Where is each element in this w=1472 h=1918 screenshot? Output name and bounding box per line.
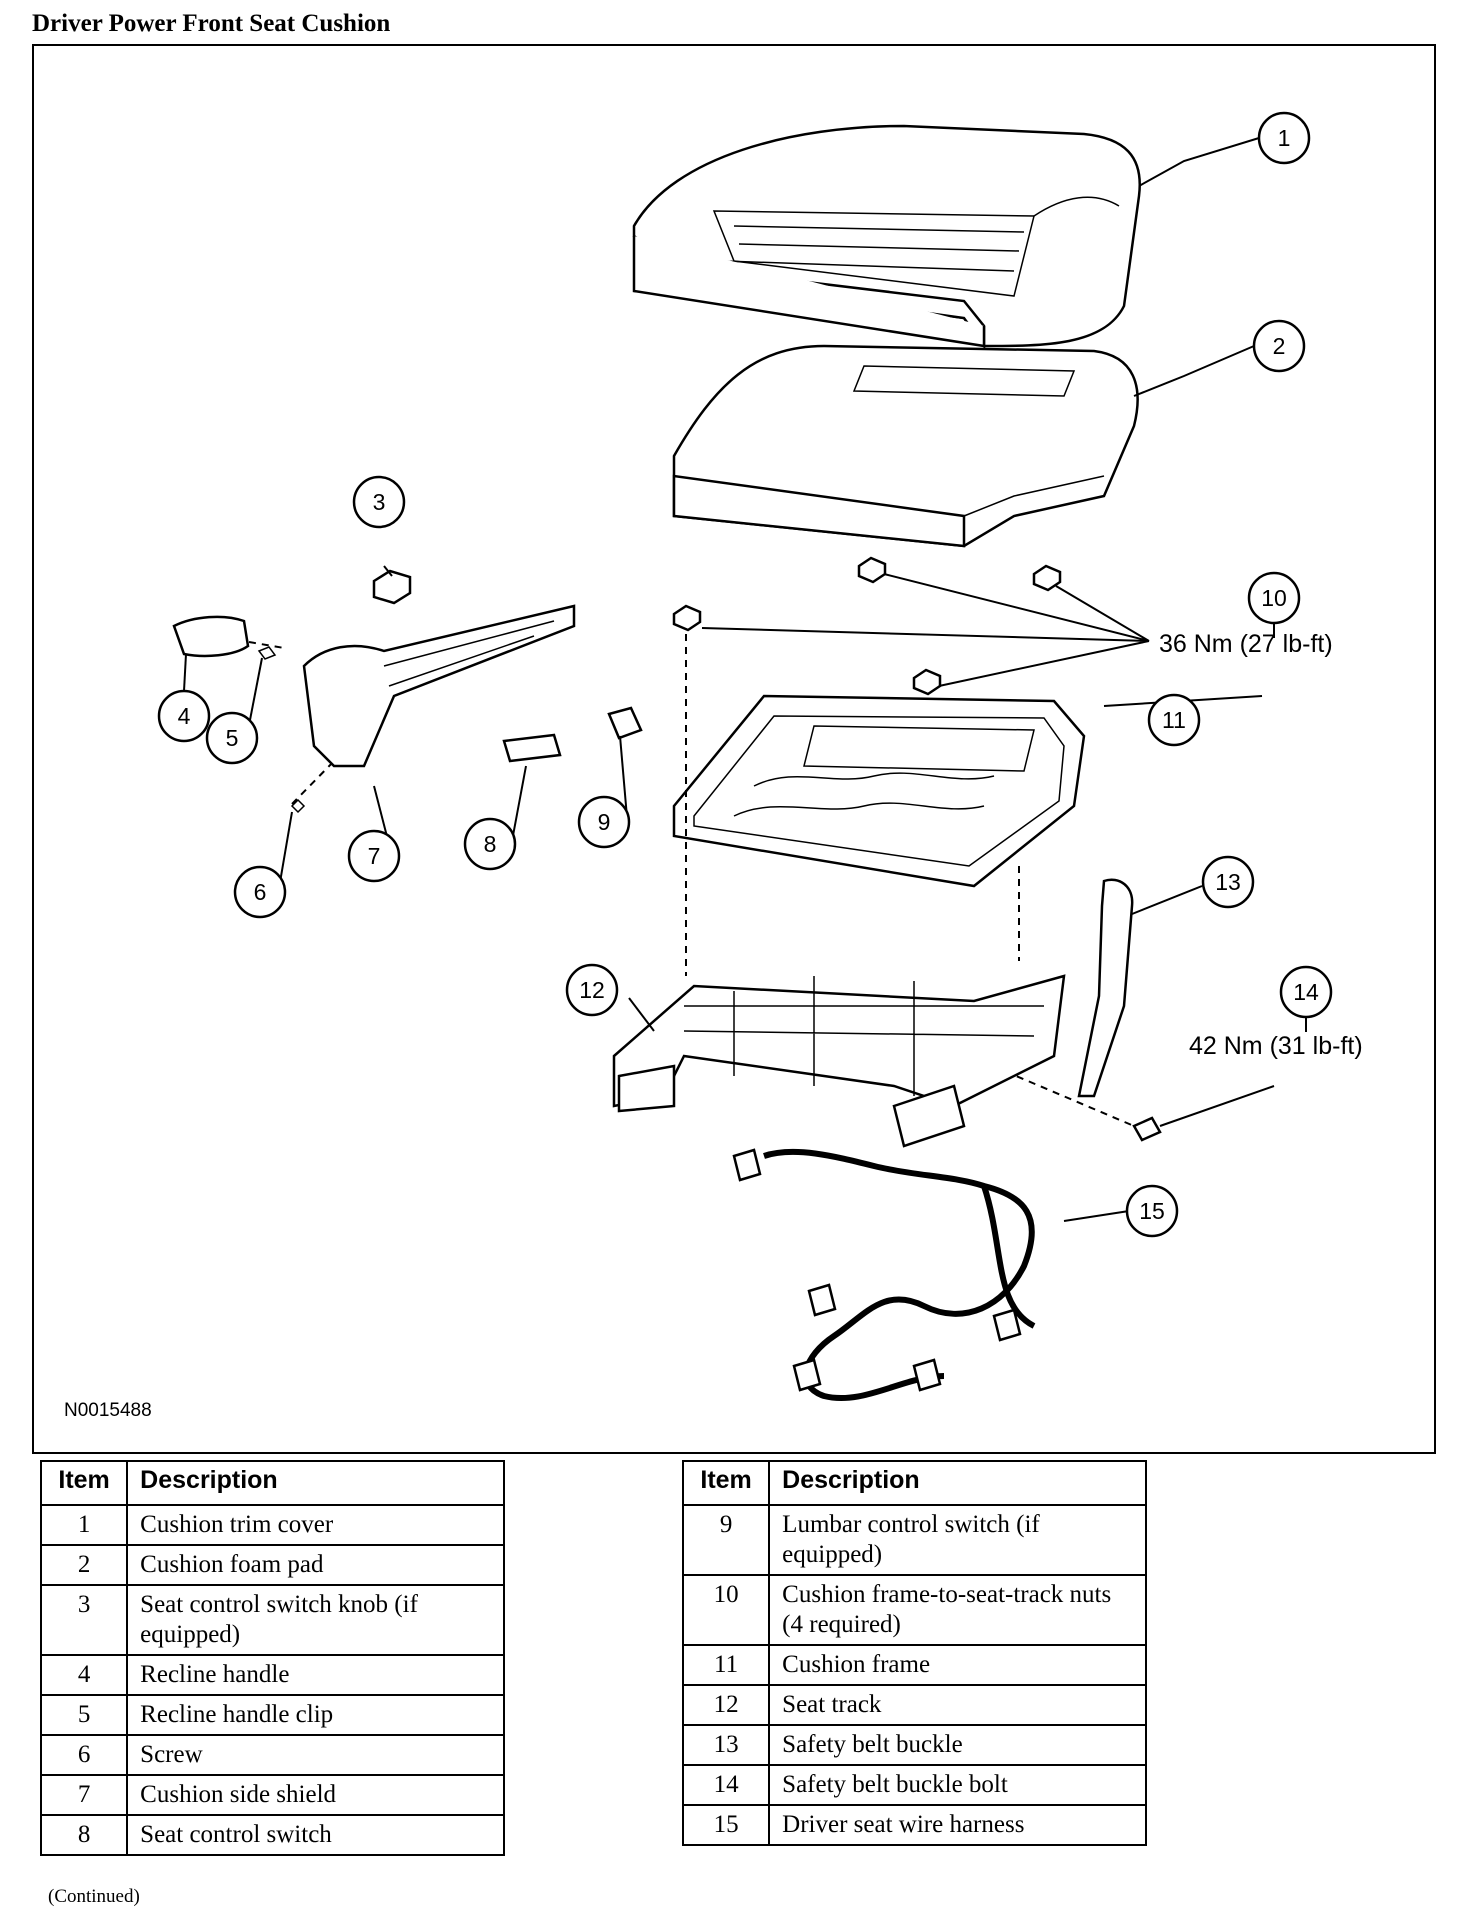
callout-11: 11: [1147, 693, 1201, 747]
callout-12: 12: [565, 963, 619, 1017]
callout-4: 4: [157, 689, 211, 743]
callout-1: 1: [1257, 111, 1311, 165]
table-header-row: Item Description: [39, 1460, 505, 1506]
buckle-bolt-drawing: [1132, 1085, 1275, 1142]
callout-7: 7: [347, 829, 401, 883]
callout-10: 10: [1247, 571, 1301, 625]
cushion-frame-drawing: [672, 694, 1086, 888]
svg-text:13: 13: [1215, 869, 1241, 895]
callout-2: 2: [1252, 319, 1306, 373]
svg-text:11: 11: [1162, 707, 1186, 733]
svg-text:7: 7: [368, 843, 381, 869]
wire-harness-drawing: [732, 1148, 1036, 1401]
exploded-diagram-drawing: 1 2 3 4 5 6 7 8 9 10 11 12 13 14 15 36 N…: [157, 111, 1363, 1401]
callout-15: 15: [1125, 1184, 1179, 1238]
cushion-foam-pad-drawing: [672, 344, 1139, 548]
description-header: Description: [126, 1460, 505, 1506]
svg-text:1: 1: [1278, 125, 1291, 151]
seat-track-drawing: [612, 974, 1066, 1148]
safety-belt-buckle-drawing: [1077, 878, 1134, 1098]
torque-nuts-label: 36 Nm (27 lb-ft): [1159, 630, 1333, 658]
recline-and-switch-parts-drawing: [172, 569, 643, 814]
cushion-trim-cover-drawing: [632, 124, 1141, 350]
svg-text:6: 6: [254, 879, 267, 905]
description-header: Description: [768, 1460, 1147, 1506]
callout-9: 9: [577, 795, 631, 849]
item-header: Item: [681, 1460, 771, 1506]
svg-text:2: 2: [1273, 333, 1286, 359]
continued-note: (Continued): [48, 1886, 140, 1907]
svg-text:14: 14: [1293, 979, 1319, 1005]
svg-text:9: 9: [598, 809, 611, 835]
svg-text:10: 10: [1261, 585, 1287, 611]
figure-id: N0015488: [64, 1400, 152, 1421]
callout-8: 8: [463, 817, 517, 871]
callout-13: 13: [1201, 855, 1255, 909]
callout-3: 3: [352, 475, 406, 529]
frame-nuts-drawing: [672, 556, 1150, 696]
svg-text:15: 15: [1139, 1198, 1165, 1224]
item-header: Item: [39, 1460, 129, 1506]
svg-text:12: 12: [579, 977, 605, 1003]
svg-text:3: 3: [373, 489, 386, 515]
torque-bolt-label: 42 Nm (31 lb-ft): [1189, 1032, 1363, 1060]
callout-6: 6: [233, 865, 287, 919]
svg-text:4: 4: [178, 703, 191, 729]
callout-5: 5: [205, 711, 259, 765]
svg-text:5: 5: [226, 725, 239, 751]
page-title: Driver Power Front Seat Cushion: [32, 10, 391, 37]
callout-14: 14: [1279, 965, 1333, 1019]
svg-text:8: 8: [484, 831, 497, 857]
exploded-diagram: 1 2 3 4 5 6 7 8 9 10 11 12 13 14 15 36 N…: [32, 44, 1436, 1454]
table-header-row: Item Description: [681, 1460, 1147, 1506]
